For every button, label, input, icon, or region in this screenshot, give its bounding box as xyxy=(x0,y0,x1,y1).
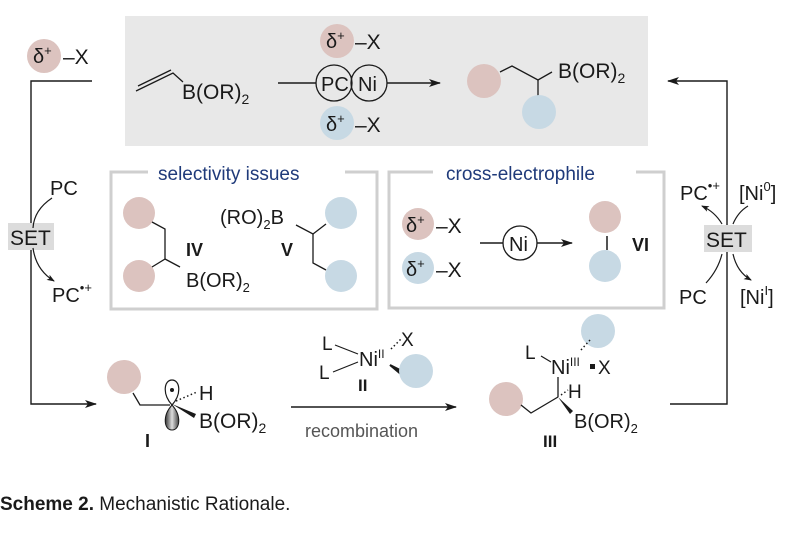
ni3-pink-circle xyxy=(489,382,523,416)
compound-v-label: V xyxy=(281,240,293,260)
radical-intermediate-i: H B(OR)2 I xyxy=(107,360,267,451)
left-reagent-delta: δ+ xyxy=(33,43,52,68)
photocatalyst-cycle xyxy=(315,64,353,102)
compound-i-label: I xyxy=(145,431,150,451)
cross-pink-electrophile-circle xyxy=(402,208,434,240)
vi-pink-circle xyxy=(589,201,621,233)
right-set-box xyxy=(704,225,752,252)
right-set-pc: PC xyxy=(679,287,707,309)
blue-electrophile-circle xyxy=(320,106,354,140)
reagent-top-delta: δ+ xyxy=(326,28,345,53)
ni3-blue-circle xyxy=(581,314,615,348)
left-set-pc-out: PC•+ xyxy=(52,280,92,307)
caption-label: Scheme 2. xyxy=(0,494,94,515)
compound-iii-label: III xyxy=(543,432,557,451)
selectivity-issues-panel: selectivity issues B(OR)2 IV (RO)2B V xyxy=(109,164,379,311)
left-set-label: SET xyxy=(10,227,51,250)
blue-substituent-circle xyxy=(522,95,556,129)
photocatalyst-label: PC xyxy=(321,74,349,96)
radical-boronate: B(OR)2 xyxy=(199,410,267,436)
ni3-h: H xyxy=(568,382,582,403)
cross-reagent-2-delta: δ+ xyxy=(406,256,425,281)
reagent-bottom-leaving: –X xyxy=(355,114,381,137)
nickel-iii-complex: L NiIII X H B(OR)2 III xyxy=(489,314,638,451)
pink-electrophile-circle xyxy=(320,24,354,58)
ni2-halide: X xyxy=(401,330,414,351)
vi-blue-circle xyxy=(589,250,621,282)
cross-reagent-1-delta: δ+ xyxy=(406,212,425,237)
compound-vi-label: VI xyxy=(632,235,649,255)
left-set-pc-in: PC xyxy=(50,178,78,200)
v-blue-circle-bottom xyxy=(325,260,357,292)
left-reagent-leaving: –X xyxy=(63,46,89,69)
right-set-ni1: [NiI] xyxy=(740,283,774,309)
ni2-metal: NiII xyxy=(359,347,385,371)
ni3-boronate: B(OR)2 xyxy=(574,411,638,436)
ni2-ligand-1: L xyxy=(322,334,333,355)
vinyl-boronate: B(OR)2 xyxy=(135,69,250,107)
cross-electrophile-panel: cross-electrophile δ+ –X δ+ –X Ni VI xyxy=(387,164,666,310)
compound-ii-label: II xyxy=(358,376,367,395)
cross-reagent-1-leaving: –X xyxy=(436,215,462,238)
cross-panel-title: cross-electrophile xyxy=(446,164,595,185)
left-set-box xyxy=(8,223,54,250)
v-boronate: (RO)2B xyxy=(220,207,284,232)
v-blue-circle-top xyxy=(325,197,357,229)
right-set-pc-radical: PC•+ xyxy=(680,178,720,205)
ni3-halide: X xyxy=(598,358,611,379)
pink-substituent-circle xyxy=(467,64,501,98)
ni2-blue-circle xyxy=(399,354,433,388)
caption-text: Mechanistic Rationale. xyxy=(94,494,291,515)
iv-boronate: B(OR)2 xyxy=(186,270,250,295)
recombination-label: recombination xyxy=(305,421,418,441)
product-boronate: B(OR)2 xyxy=(558,60,626,86)
cross-nickel-label: Ni xyxy=(509,234,528,256)
reagent-top-leaving: –X xyxy=(355,31,381,54)
compound-iv-label: IV xyxy=(186,240,203,260)
scheme-caption: Scheme 2. Mechanistic Rationale. xyxy=(0,494,290,516)
cross-blue-electrophile-circle xyxy=(402,252,434,284)
radical-pink-circle xyxy=(107,360,141,394)
radical-h: H xyxy=(199,383,213,405)
right-set-ni0: [Ni0] xyxy=(739,179,776,205)
nickel-ii-complex: L L NiII X II xyxy=(319,330,433,395)
ni3-ligand: L xyxy=(525,343,536,364)
left-pink-electrophile-circle xyxy=(27,39,61,73)
right-set-label: SET xyxy=(706,229,747,252)
selectivity-panel-title: selectivity issues xyxy=(158,164,300,185)
iv-pink-circle-bottom xyxy=(123,260,155,292)
p-orbital-lower-lobe xyxy=(164,404,180,431)
nickel-label: Ni xyxy=(358,74,377,96)
ni2-ligand-2: L xyxy=(319,363,330,384)
reagent-bottom-delta: δ+ xyxy=(326,111,345,136)
ni3-metal: NiIII xyxy=(551,355,580,379)
iv-pink-circle-top xyxy=(123,197,155,229)
substrate-boronate: B(OR)2 xyxy=(182,81,250,107)
p-orbital-upper-lobe xyxy=(164,379,180,406)
cross-reagent-2-leaving: –X xyxy=(436,259,462,282)
